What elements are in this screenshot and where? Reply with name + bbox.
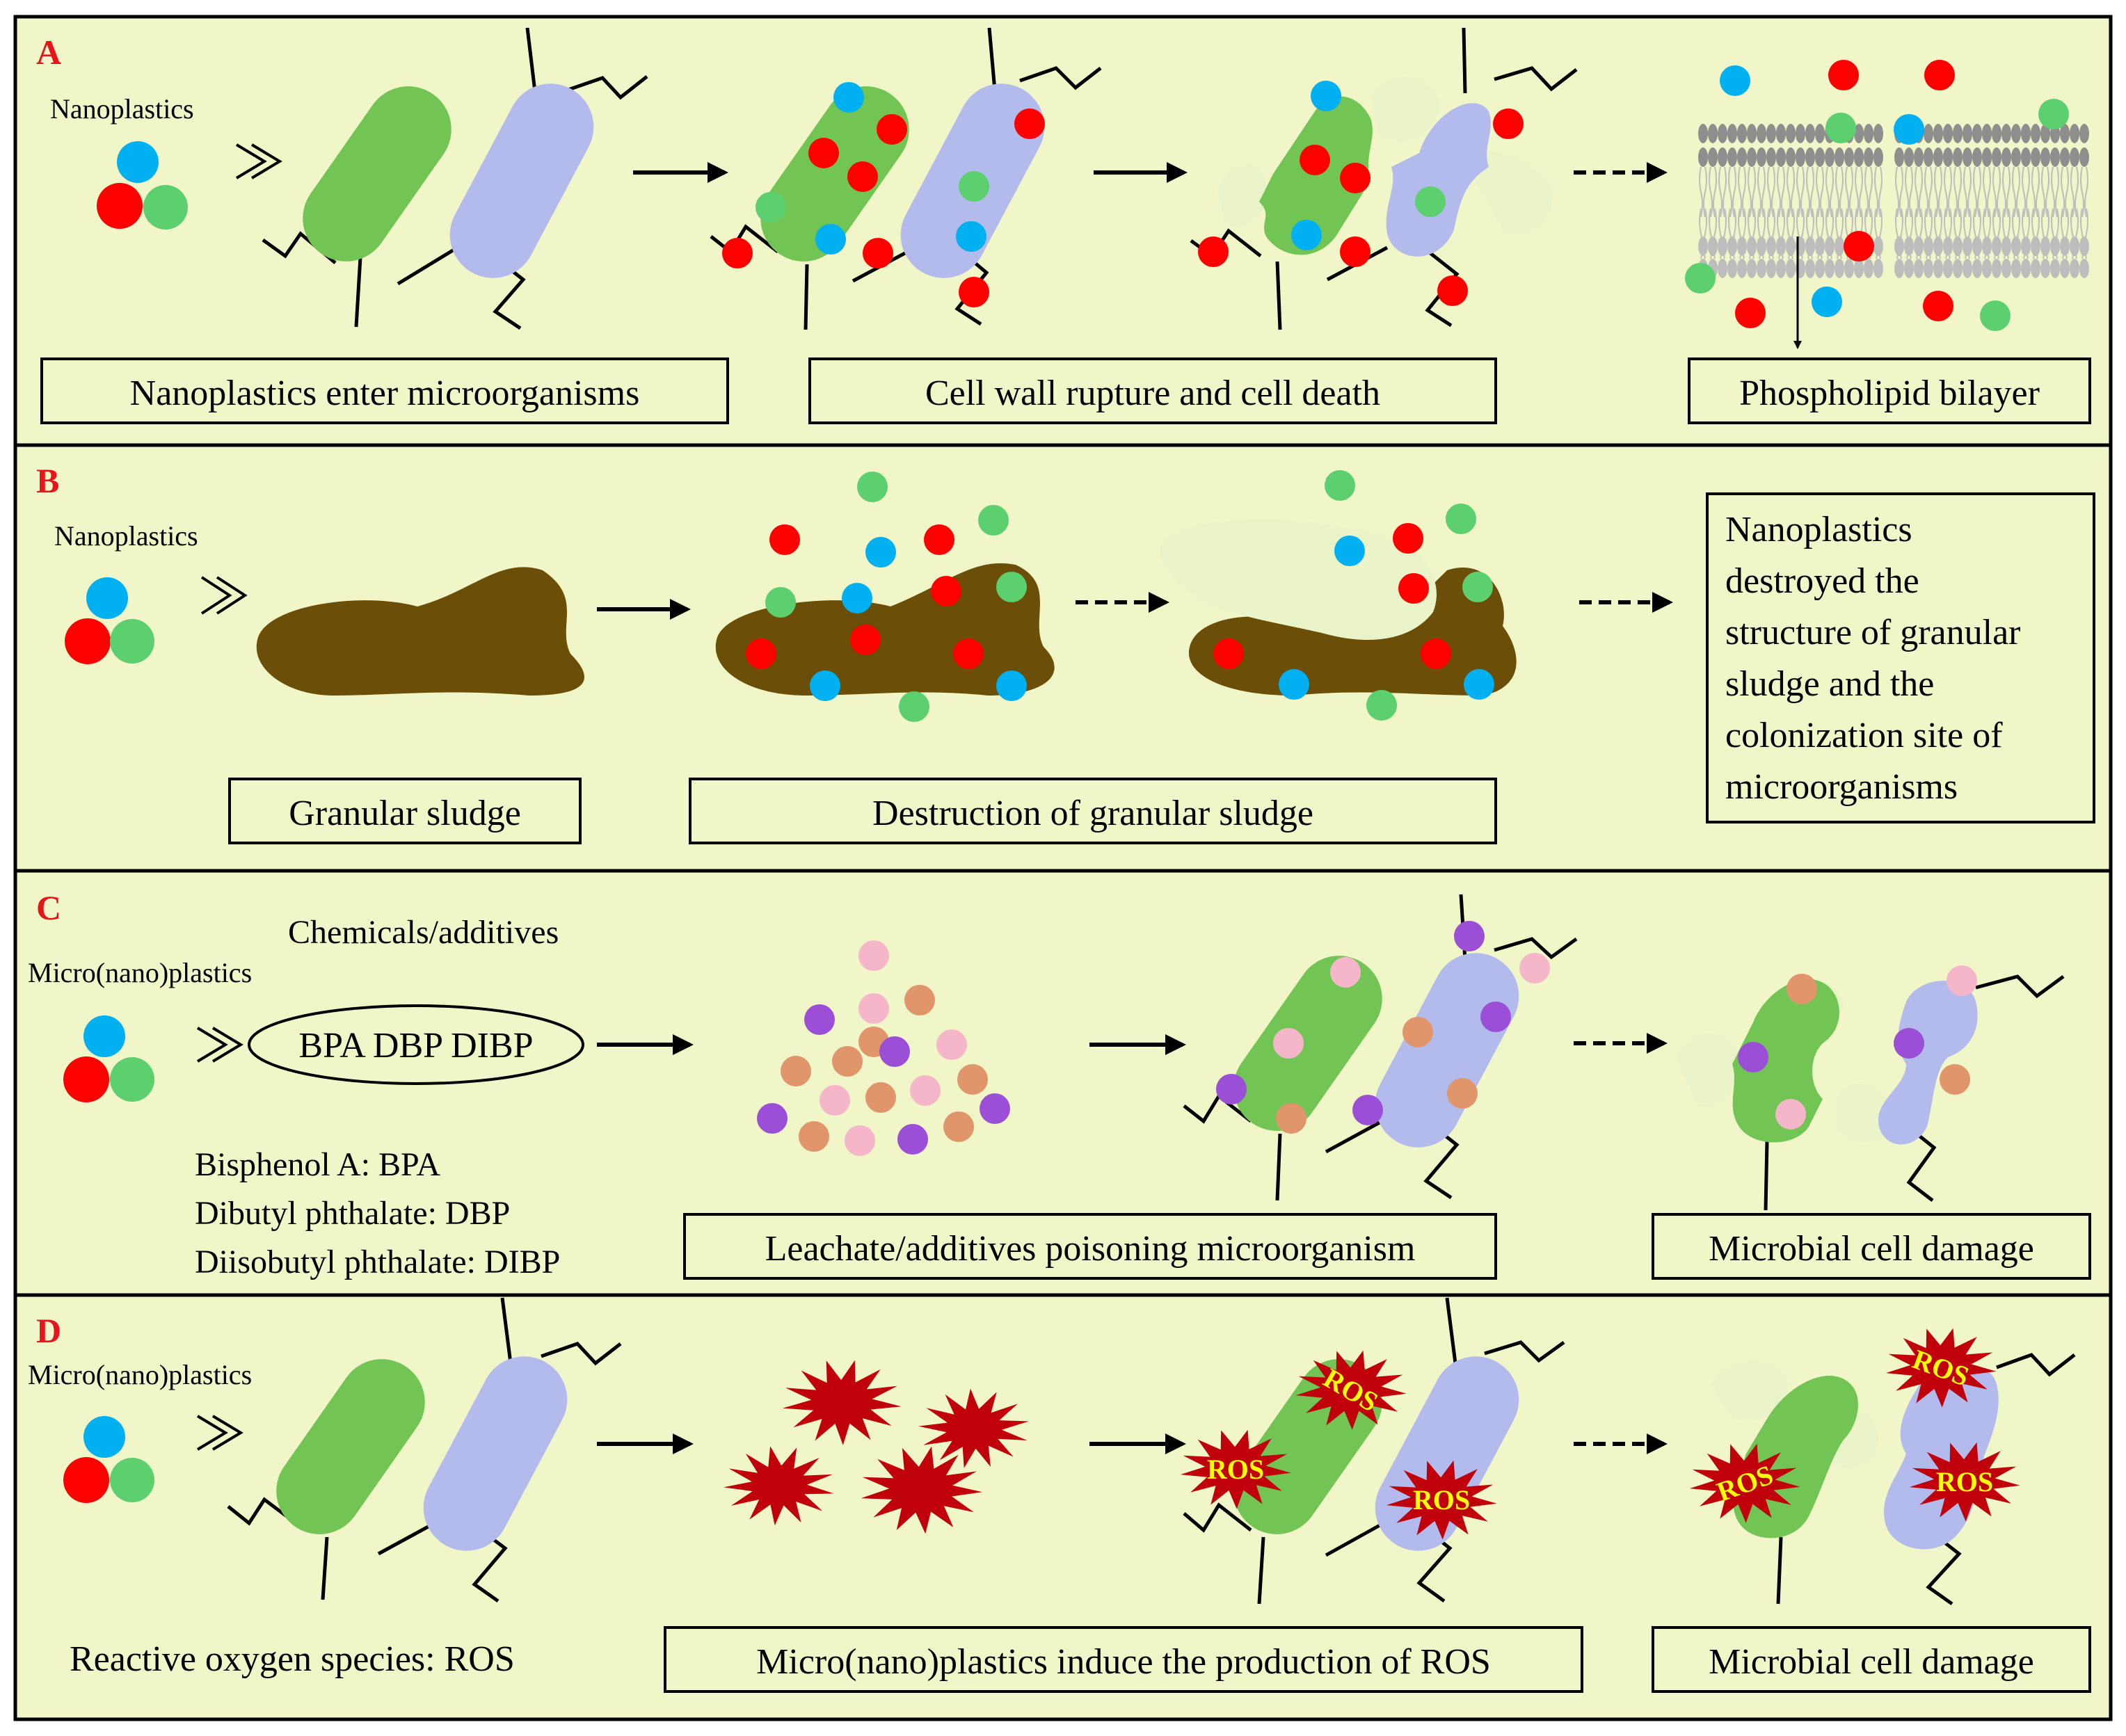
conclusion-line-5: colonization site of: [1725, 716, 2003, 755]
nanoplastic-cluster: [63, 1015, 154, 1102]
legend-dibp: Diisobutyl phthalate: DIBP: [195, 1244, 560, 1280]
conclusion-line-6: microorganisms: [1725, 767, 1958, 807]
label-phospholipid-bilayer: Phospholipid bilayer: [1739, 373, 2040, 413]
box-cell-damage-c: [1652, 1213, 2091, 1280]
phospholipid-bilayer-icon: [1698, 124, 2089, 278]
bacterium-green: [262, 86, 451, 328]
additives-ellipse: [248, 1004, 584, 1085]
bacteria-infiltrated: [710, 27, 1102, 330]
nanoplastic-cluster: [97, 141, 188, 230]
panel-b: B Nanoplastics: [36, 461, 2095, 844]
additive-particle-pile: [757, 940, 1010, 1156]
sludge-destroyed: [1160, 470, 1517, 721]
box-cell-wall-rupture: [808, 357, 1497, 424]
panel-c-letter: C: [36, 888, 61, 927]
box-leachate-poisoning: [683, 1213, 1497, 1280]
chemicals-label: Chemicals/additives: [288, 914, 559, 951]
enter-chevrons-icon: [235, 143, 282, 179]
enter-chevrons-icon: [196, 1027, 243, 1063]
label-cell-wall-rupture: Cell wall rupture and cell death: [925, 373, 1380, 413]
label-nanoplastics-enter: Nanoplastics enter microorganisms: [130, 373, 640, 413]
box-cell-damage-d: [1652, 1626, 2091, 1693]
label-cell-damage-c: Microbial cell damage: [1709, 1229, 2034, 1269]
panel-a-letter: A: [36, 33, 61, 72]
conclusion-line-3: structure of granular: [1725, 613, 2020, 652]
bacteria-poisoned: [1183, 894, 1578, 1201]
nanoplastic-cluster: [65, 577, 154, 664]
label-granular-sludge: Granular sludge: [289, 794, 521, 833]
micro-nano-plastics-label: Micro(nano)plastics: [28, 1359, 252, 1390]
nanoplastics-label: Nanoplastics: [50, 93, 194, 124]
ros-label: ROS: [1413, 1484, 1470, 1516]
panel-b-letter: B: [36, 461, 59, 500]
box-ros-production: [664, 1626, 1583, 1693]
additives-list: BPA DBP DIBP: [298, 1026, 533, 1066]
label-destruction-sludge: Destruction of granular sludge: [872, 794, 1313, 833]
panel-a: A Nanoplastics: [36, 27, 2091, 424]
label-leachate-poisoning: Leachate/additives poisoning microorgani…: [765, 1229, 1416, 1269]
bilayer-particles: [1685, 60, 2069, 331]
ros-burst-icon: [724, 1360, 1029, 1534]
box-destruction-sludge: [689, 778, 1497, 844]
sludge-with-particles: [715, 472, 1055, 722]
micro-nano-plastics-label: Micro(nano)plastics: [28, 957, 252, 988]
box-sludge-conclusion: [1706, 492, 2095, 823]
label-cell-damage-d: Microbial cell damage: [1709, 1642, 2034, 1682]
conclusion-line-4: sludge and the: [1725, 664, 1934, 704]
panel-d-letter: D: [36, 1311, 61, 1350]
enter-chevrons-icon: [196, 1415, 243, 1451]
ros-definition: Reactive oxygen species: ROS: [70, 1639, 515, 1679]
label-ros-production: Micro(nano)plastics induce the productio…: [756, 1642, 1491, 1682]
bacteria-ruptured: [1190, 27, 1578, 330]
box-nanoplastics-enter: [40, 357, 729, 424]
legend-bpa: Bisphenol A: BPA: [195, 1146, 440, 1183]
nanoplastic-cluster: [63, 1416, 154, 1503]
bacteria-damaged: [1677, 965, 2065, 1211]
box-phospholipid-bilayer: [1688, 357, 2091, 424]
ros-label: ROS: [1207, 1454, 1264, 1485]
bacterium-purple: [397, 27, 648, 330]
ros-label: ROS: [1936, 1466, 1993, 1497]
granular-sludge: [256, 567, 584, 696]
panel-c: C Chemicals/additives Micro(nano)plastic…: [28, 888, 2091, 1280]
nanoplastics-label: Nanoplastics: [54, 520, 198, 552]
panel-d: D Micro(nano)plastics: [28, 1297, 2091, 1693]
enter-chevrons-icon: [200, 576, 248, 615]
bacteria-healthy: [227, 1297, 622, 1603]
box-granular-sludge: [228, 778, 582, 844]
legend-dbp: Dibutyl phthalate: DBP: [195, 1195, 510, 1232]
conclusion-line-2: destroyed the: [1725, 561, 1919, 601]
conclusion-line-1: Nanoplastics: [1725, 510, 1912, 549]
